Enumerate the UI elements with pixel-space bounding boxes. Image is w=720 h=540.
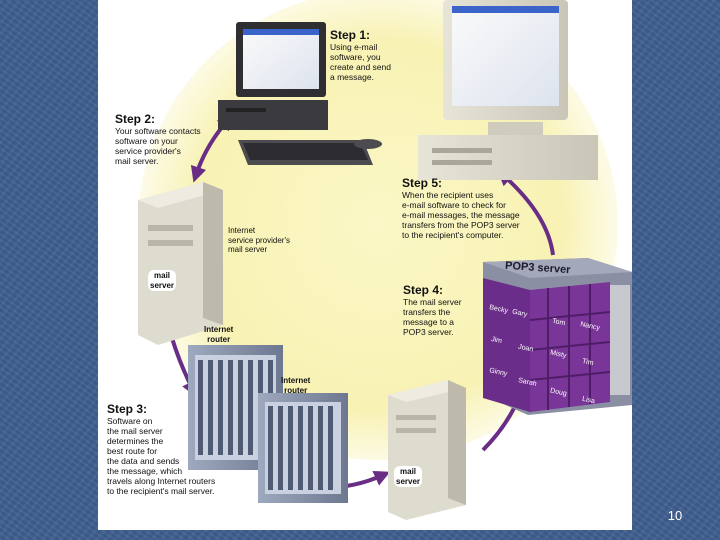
pop3-server-icon bbox=[483, 258, 632, 415]
mail-server-label-1: mail server bbox=[148, 270, 177, 291]
step-5-line: e-mail messages, the message bbox=[402, 210, 520, 220]
step-5-line: e-mail software to check for bbox=[402, 200, 506, 210]
step-2-line: service provider's bbox=[115, 146, 181, 156]
mail-server-1-line: mail bbox=[154, 271, 171, 280]
step-5-title: Step 5: bbox=[402, 176, 443, 190]
router-2-line: Internet bbox=[281, 376, 311, 385]
step-5-line: to the recipient's computer. bbox=[402, 230, 504, 240]
step-4-line: The mail server bbox=[403, 297, 462, 307]
router-1-line: Internet bbox=[204, 325, 234, 334]
step-1-line: Using e-mail bbox=[330, 42, 378, 52]
step-4-text: Step 4: The mail server transfers the me… bbox=[403, 283, 462, 337]
step-5-line: When the recipient uses bbox=[402, 190, 494, 200]
step-3-line: the message, which bbox=[107, 466, 183, 476]
router-label-2: Internet router bbox=[281, 376, 310, 395]
step-2-line: software on your bbox=[115, 136, 178, 146]
router-2-line: router bbox=[284, 385, 308, 395]
isp-mail-server-icon bbox=[138, 182, 223, 345]
sender-computer-icon bbox=[218, 22, 382, 165]
step-5-text: Step 5: When the recipient uses e-mail s… bbox=[402, 176, 520, 240]
mail-server-2-line: server bbox=[396, 476, 421, 486]
isp-label-line: service provider's bbox=[228, 235, 290, 245]
step-3-line: travels along Internet routers bbox=[107, 476, 216, 486]
mailbox-label: Jim bbox=[490, 335, 503, 346]
router-1-line: router bbox=[207, 334, 231, 344]
recipient-computer-icon bbox=[418, 0, 598, 180]
step-3-line: the data and sends bbox=[107, 456, 180, 466]
mailbox-label: Tim bbox=[581, 357, 595, 368]
slide-page-number: 10 bbox=[667, 508, 683, 523]
arrow-step5 bbox=[497, 169, 555, 256]
step-2-title: Step 2: bbox=[115, 112, 156, 126]
diagram-graphics bbox=[138, 0, 632, 520]
step-3-title: Step 3: bbox=[107, 402, 148, 416]
step-4-line: message to a bbox=[403, 317, 455, 327]
isp-label-line: mail server bbox=[228, 245, 268, 254]
step-2-text: Step 2: Your software contacts software … bbox=[115, 112, 201, 166]
step-4-line: POP3 server. bbox=[403, 327, 454, 337]
step-3-text: Step 3: Software on the mail server dete… bbox=[107, 402, 215, 496]
slide: Step 1: Using e-mail software, you creat… bbox=[98, 0, 632, 530]
step-2-line: mail server. bbox=[115, 156, 159, 166]
step-3-line: Software on bbox=[107, 416, 153, 426]
internet-router-icon-2 bbox=[258, 393, 348, 503]
step-1-text: Step 1: Using e-mail software, you creat… bbox=[330, 28, 391, 82]
step-1-title: Step 1: bbox=[330, 28, 371, 42]
step-3-line: determines the bbox=[107, 436, 164, 446]
step-2-line: Your software contacts bbox=[115, 126, 201, 136]
step-1-line: a message. bbox=[330, 72, 374, 82]
step-5-line: transfers from the POP3 server bbox=[402, 220, 520, 230]
recipient-mail-server-icon bbox=[388, 380, 466, 520]
step-1-line: software, you bbox=[330, 52, 381, 62]
step-3-line: best route for bbox=[107, 446, 158, 456]
mail-server-1-line: server bbox=[150, 280, 175, 290]
step-4-title: Step 4: bbox=[403, 283, 444, 297]
step-4-line: transfers the bbox=[403, 307, 451, 317]
step-3-line: to the recipient's mail server. bbox=[107, 486, 215, 496]
step-1-line: create and send bbox=[330, 62, 391, 72]
isp-mail-server-label: Internet service provider's mail server bbox=[228, 226, 290, 255]
mail-server-label-2: mail server bbox=[394, 466, 423, 487]
isp-label-line: Internet bbox=[228, 226, 256, 235]
mail-server-2-line: mail bbox=[400, 467, 417, 476]
step-3-line: the mail server bbox=[107, 426, 163, 436]
router-label-1: Internet router bbox=[204, 325, 233, 344]
